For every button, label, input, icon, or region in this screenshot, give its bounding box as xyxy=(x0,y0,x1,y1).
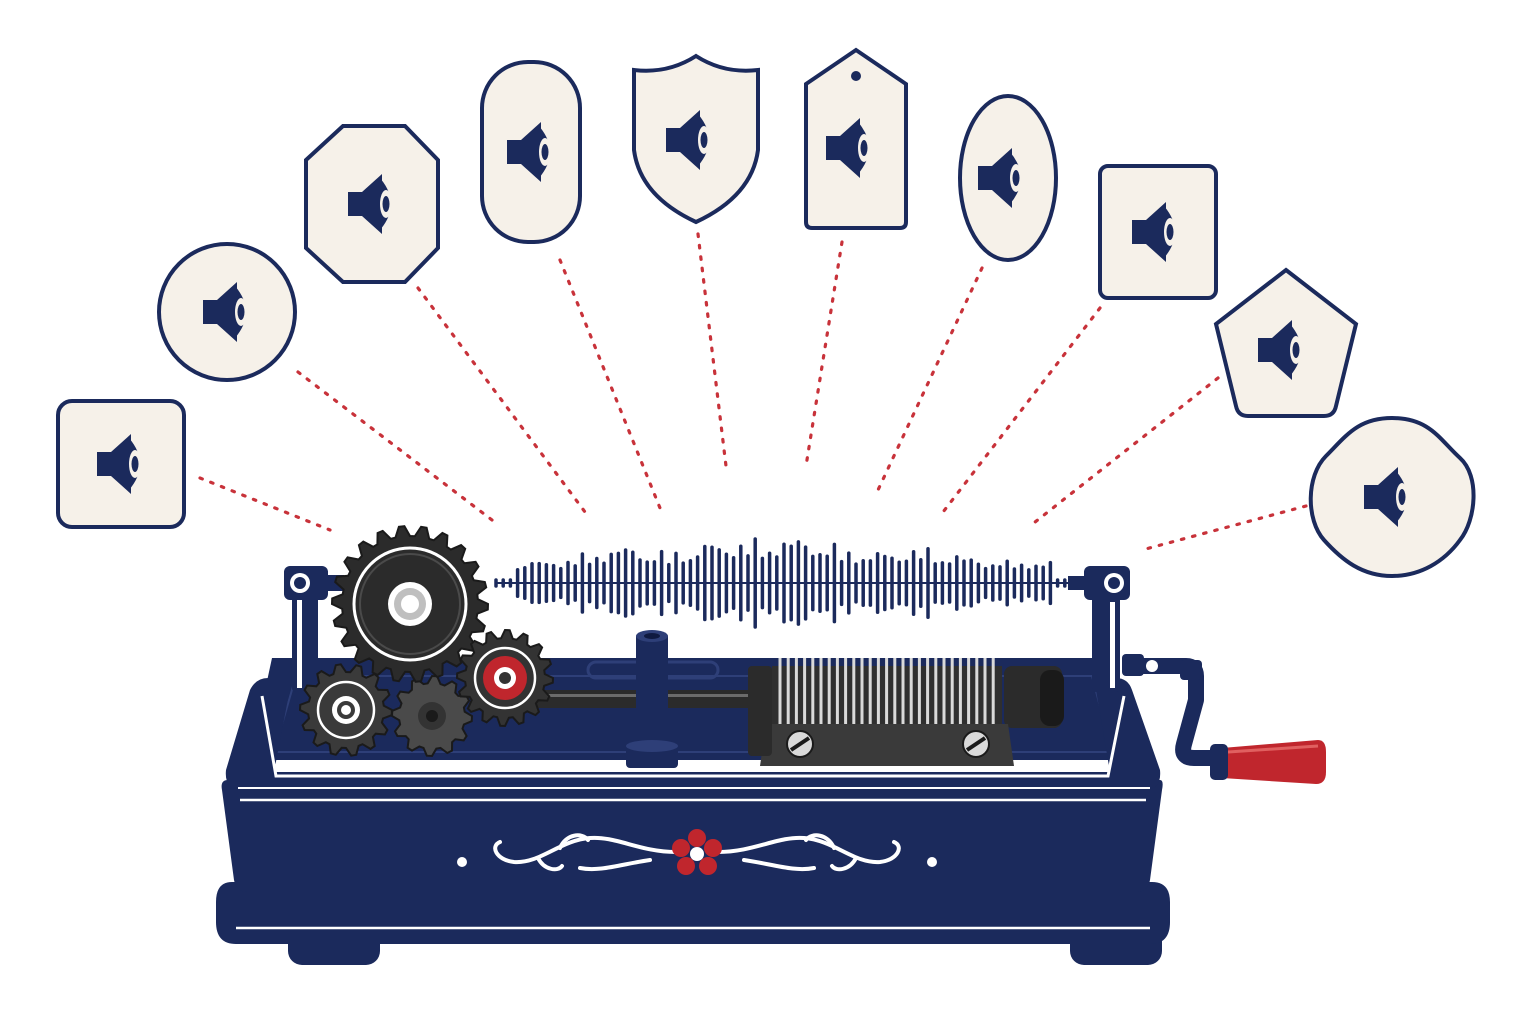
speaker-tile-shield xyxy=(632,53,760,225)
right-post xyxy=(1068,566,1130,692)
connector-line xyxy=(198,476,332,532)
connector-line xyxy=(696,232,728,468)
connector-line xyxy=(1028,376,1220,528)
box-ornament xyxy=(457,829,937,875)
connector-line xyxy=(416,286,590,518)
sound-waveform xyxy=(494,537,1073,629)
speaker-tile-rounded-square xyxy=(56,399,186,529)
screw-icon xyxy=(786,730,814,758)
speaker-tile-circle xyxy=(157,242,297,382)
speaker-tile-capsule xyxy=(480,60,582,244)
speaker-tile-octagon xyxy=(304,124,440,284)
speaker-tile-pentagon xyxy=(1213,267,1359,418)
music-comb xyxy=(748,658,1064,766)
connector-line xyxy=(558,258,662,510)
connector-lines xyxy=(198,232,1308,552)
box-rim xyxy=(225,678,1161,790)
speaker-tile-tag xyxy=(804,47,908,230)
gear-icon xyxy=(455,628,555,728)
flower-icon xyxy=(672,829,722,875)
speaker-tile-ellipse xyxy=(958,94,1058,262)
screw-icon xyxy=(962,730,990,758)
gear-train xyxy=(298,525,555,758)
connector-line xyxy=(804,240,844,468)
speaker-tile-blob xyxy=(1308,415,1476,579)
left-post xyxy=(284,566,344,692)
speaker-tile-square xyxy=(1098,164,1218,300)
center-pin xyxy=(626,630,678,768)
crank-handle xyxy=(1122,654,1326,784)
connector-line xyxy=(1140,504,1308,552)
music-box-illustration xyxy=(216,525,1326,965)
connector-line xyxy=(296,370,494,522)
connector-line xyxy=(938,306,1102,518)
speaker-tiles xyxy=(56,47,1476,579)
gear-icon xyxy=(330,525,490,683)
gear-icon xyxy=(298,663,394,757)
connector-line xyxy=(876,266,984,492)
